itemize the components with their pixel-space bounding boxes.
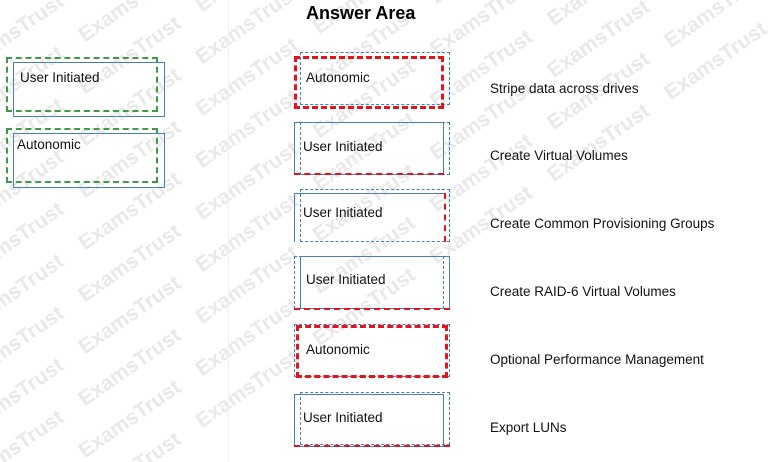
answer-row-1-dropzone[interactable] <box>294 122 450 182</box>
answer-row-1-red-underline <box>294 173 444 175</box>
palette-item-0-label: User Initiated <box>20 70 100 85</box>
palette-item-1[interactable] <box>6 128 168 190</box>
answer-row-4-selected-outline <box>296 325 448 378</box>
answer-row-0-selected-outline <box>294 56 444 109</box>
answer-row-5-task: Export LUNs <box>490 420 567 435</box>
answer-row-1-answer: User Initiated <box>303 139 383 154</box>
palette-item-1-dashed-outline <box>6 128 158 183</box>
answer-row-2-answer: User Initiated <box>303 205 383 220</box>
answer-row-1-task: Create Virtual Volumes <box>490 148 628 163</box>
palette-item-0[interactable] <box>6 57 168 119</box>
answer-row-3-dropzone[interactable] <box>294 256 450 316</box>
palette-item-0-dashed-outline <box>6 57 158 112</box>
answer-row-3-task: Create RAID-6 Virtual Volumes <box>490 284 676 299</box>
answer-row-0-answer: Autonomic <box>306 70 370 85</box>
answer-row-4-task: Optional Performance Management <box>490 352 704 367</box>
palette-item-1-label: Autonomic <box>17 137 81 152</box>
answer-row-3-answer: User Initiated <box>306 272 386 287</box>
answer-row-5-dropzone[interactable] <box>294 392 450 454</box>
palette-item-1-solid-outline <box>13 133 165 188</box>
answer-row-5-dashed-outline <box>300 392 450 445</box>
answer-row-2-task: Create Common Provisioning Groups <box>490 216 715 231</box>
answer-row-0-dropzone[interactable] <box>294 52 450 112</box>
answer-row-2-solid-top <box>294 193 444 242</box>
answer-row-0-dashed-outline <box>300 52 450 105</box>
answer-row-5-red-underline <box>294 445 450 447</box>
palette-item-0-solid-outline <box>13 62 165 117</box>
answer-row-2-dropzone[interactable] <box>294 189 450 249</box>
answer-row-4-answer: Autonomic <box>306 342 370 357</box>
answer-row-3-red-underline <box>294 308 450 310</box>
answer-row-2-red-edge <box>444 193 446 242</box>
answer-row-0-task: Stripe data across drives <box>490 81 639 96</box>
answer-row-2-dashed-outline <box>300 189 450 242</box>
answer-row-4-dropzone[interactable] <box>294 324 450 384</box>
page-title: Answer Area <box>306 3 416 23</box>
answer-row-5-answer: User Initiated <box>303 410 383 425</box>
column-divider <box>228 0 229 462</box>
